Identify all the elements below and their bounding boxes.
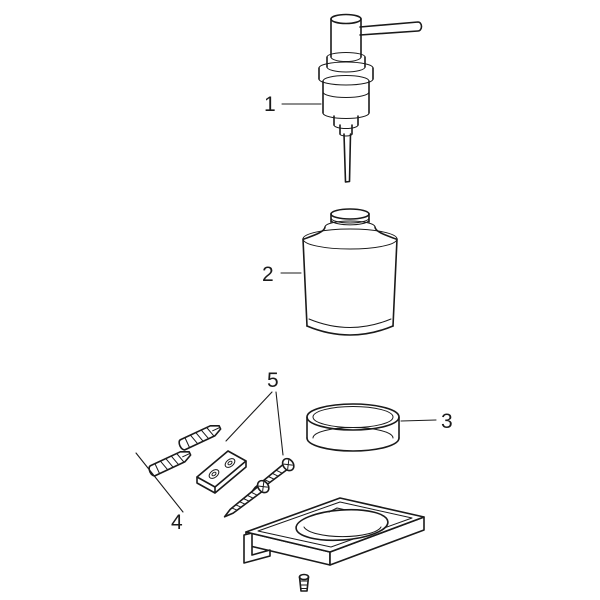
mounting-screw-2 [223,479,270,518]
part-holder-drawing [243,497,425,566]
part-container-drawing [302,208,398,336]
part-bracket-drawing [196,450,247,494]
part-label-pump: 1 [264,93,276,116]
part-label-bracket: 4 [171,511,183,534]
pump-head-top [330,13,362,25]
ring-inner-edge [312,406,394,428]
part-pump-drawing [318,13,423,183]
pump-spout [359,21,423,36]
part-ring-drawing [306,403,400,452]
ring-outer-edge [306,403,400,431]
container-neck-top [330,208,370,220]
part-label-fixing-set: 5 [267,369,279,392]
leader-line-3 [400,419,437,422]
callout-4: 4 [135,452,184,534]
callout-1: 1 [264,93,322,116]
part-fixing-set-drawing [148,424,295,518]
part-label-ring: 3 [441,410,453,433]
wall-anchor-1 [178,424,222,451]
callout-2: 2 [262,263,302,286]
part-label-container: 2 [262,263,274,286]
holder-opening [295,508,389,542]
leader-line-5b [275,391,284,456]
bracket-plate-top [196,450,247,488]
pump-dip-tube [343,133,352,183]
leader-line-4 [135,452,184,513]
callout-3: 3 [400,410,453,433]
leader-line-5a [225,391,273,442]
set-screw-drawing [298,573,310,592]
callout-5: 5 [225,369,284,456]
wall-anchor-2 [148,450,192,477]
